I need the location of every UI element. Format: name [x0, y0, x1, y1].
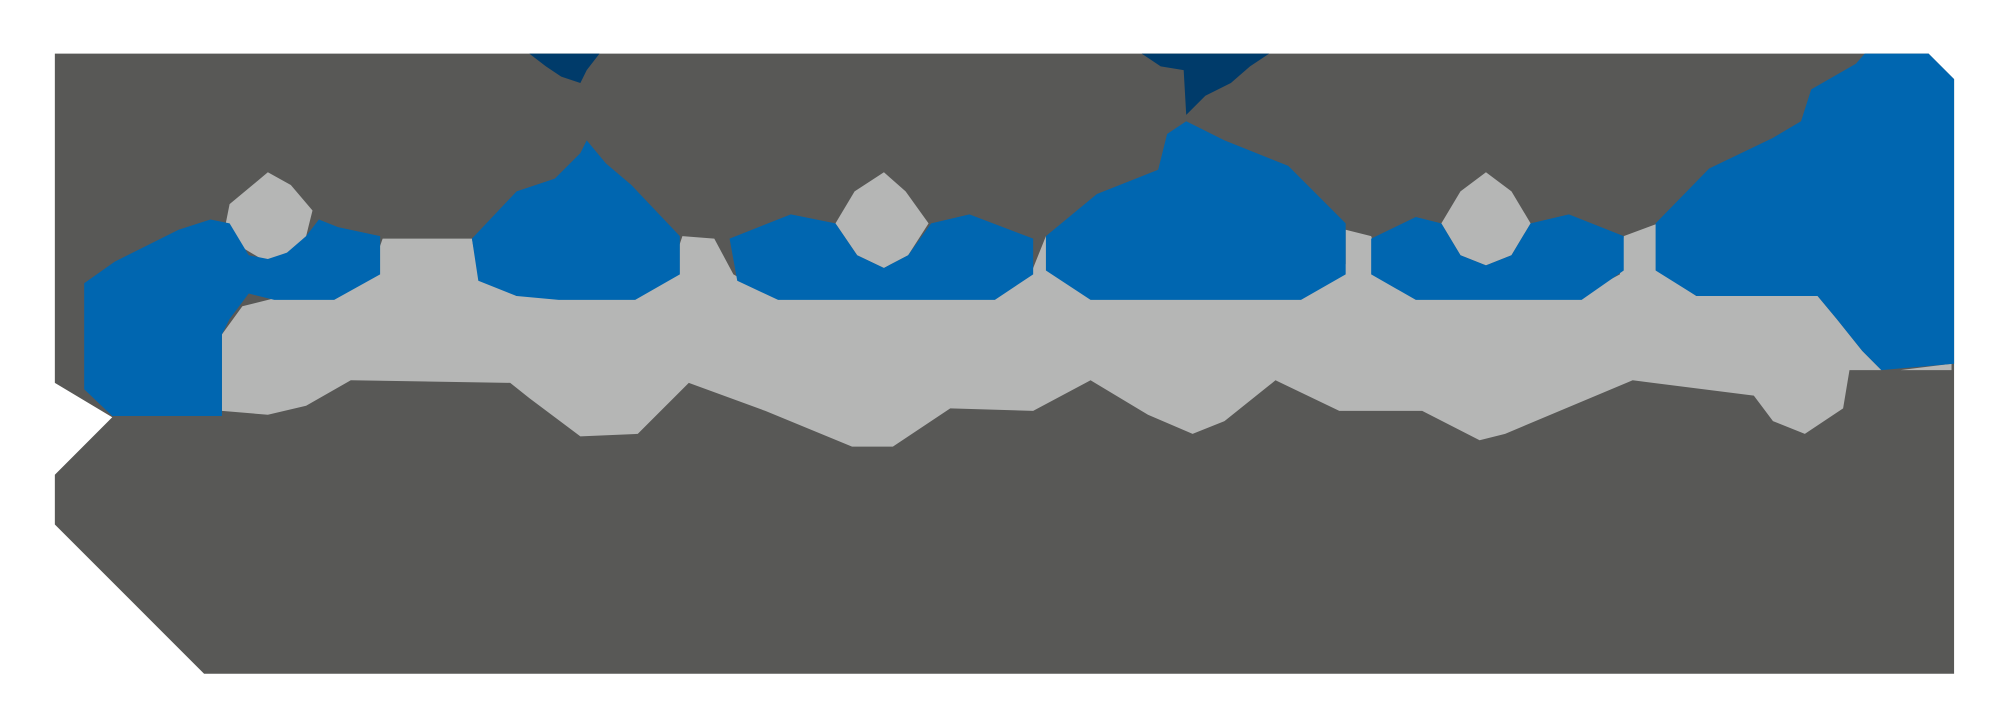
light-gray-diamond-3: [1441, 172, 1531, 266]
light-gray-diamond-1: [223, 172, 313, 262]
blue-shape-3: [729, 214, 1034, 300]
navy-accent-1: [529, 53, 600, 83]
blue-shape-4: [1045, 121, 1346, 300]
blue-shape-2: [471, 140, 680, 300]
navy-accent-2: [1141, 53, 1270, 115]
light-gray-band: [221, 223, 1952, 447]
blue-shape-5: [1371, 214, 1624, 300]
blue-shape-left: [84, 219, 381, 417]
light-gray-diamond-2: [835, 172, 929, 268]
blue-shape-right: [1655, 53, 1955, 371]
